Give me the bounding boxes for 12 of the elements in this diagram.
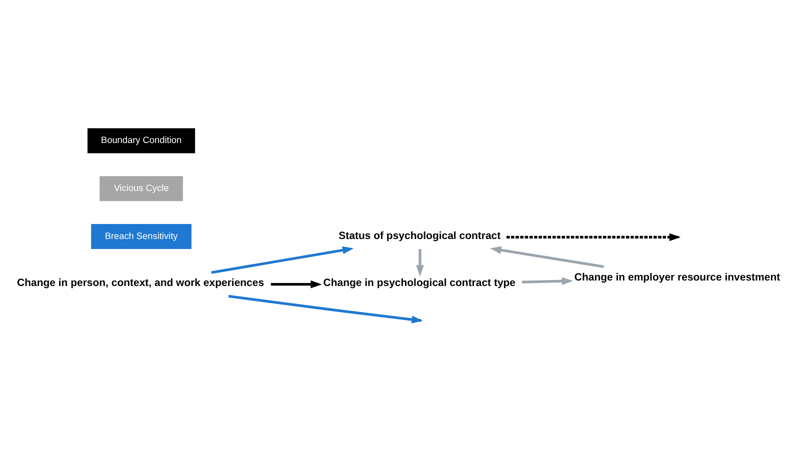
arrow <box>416 249 424 276</box>
node-text: Change in employer resource investment <box>574 272 780 284</box>
arrow <box>490 246 604 268</box>
arrow <box>270 280 322 288</box>
node-box: Breach Sensitivity <box>91 224 192 249</box>
node-text: Change in person, context, and work experiences <box>17 278 264 290</box>
arrow <box>211 246 354 274</box>
arrow <box>522 277 574 286</box>
node-text: Status of psychological contract <box>338 230 501 242</box>
node-text: Change in psychological contract type <box>323 278 516 290</box>
node-box: Boundary Condition <box>88 128 196 154</box>
node-box: Vicious Cycle <box>100 176 183 202</box>
